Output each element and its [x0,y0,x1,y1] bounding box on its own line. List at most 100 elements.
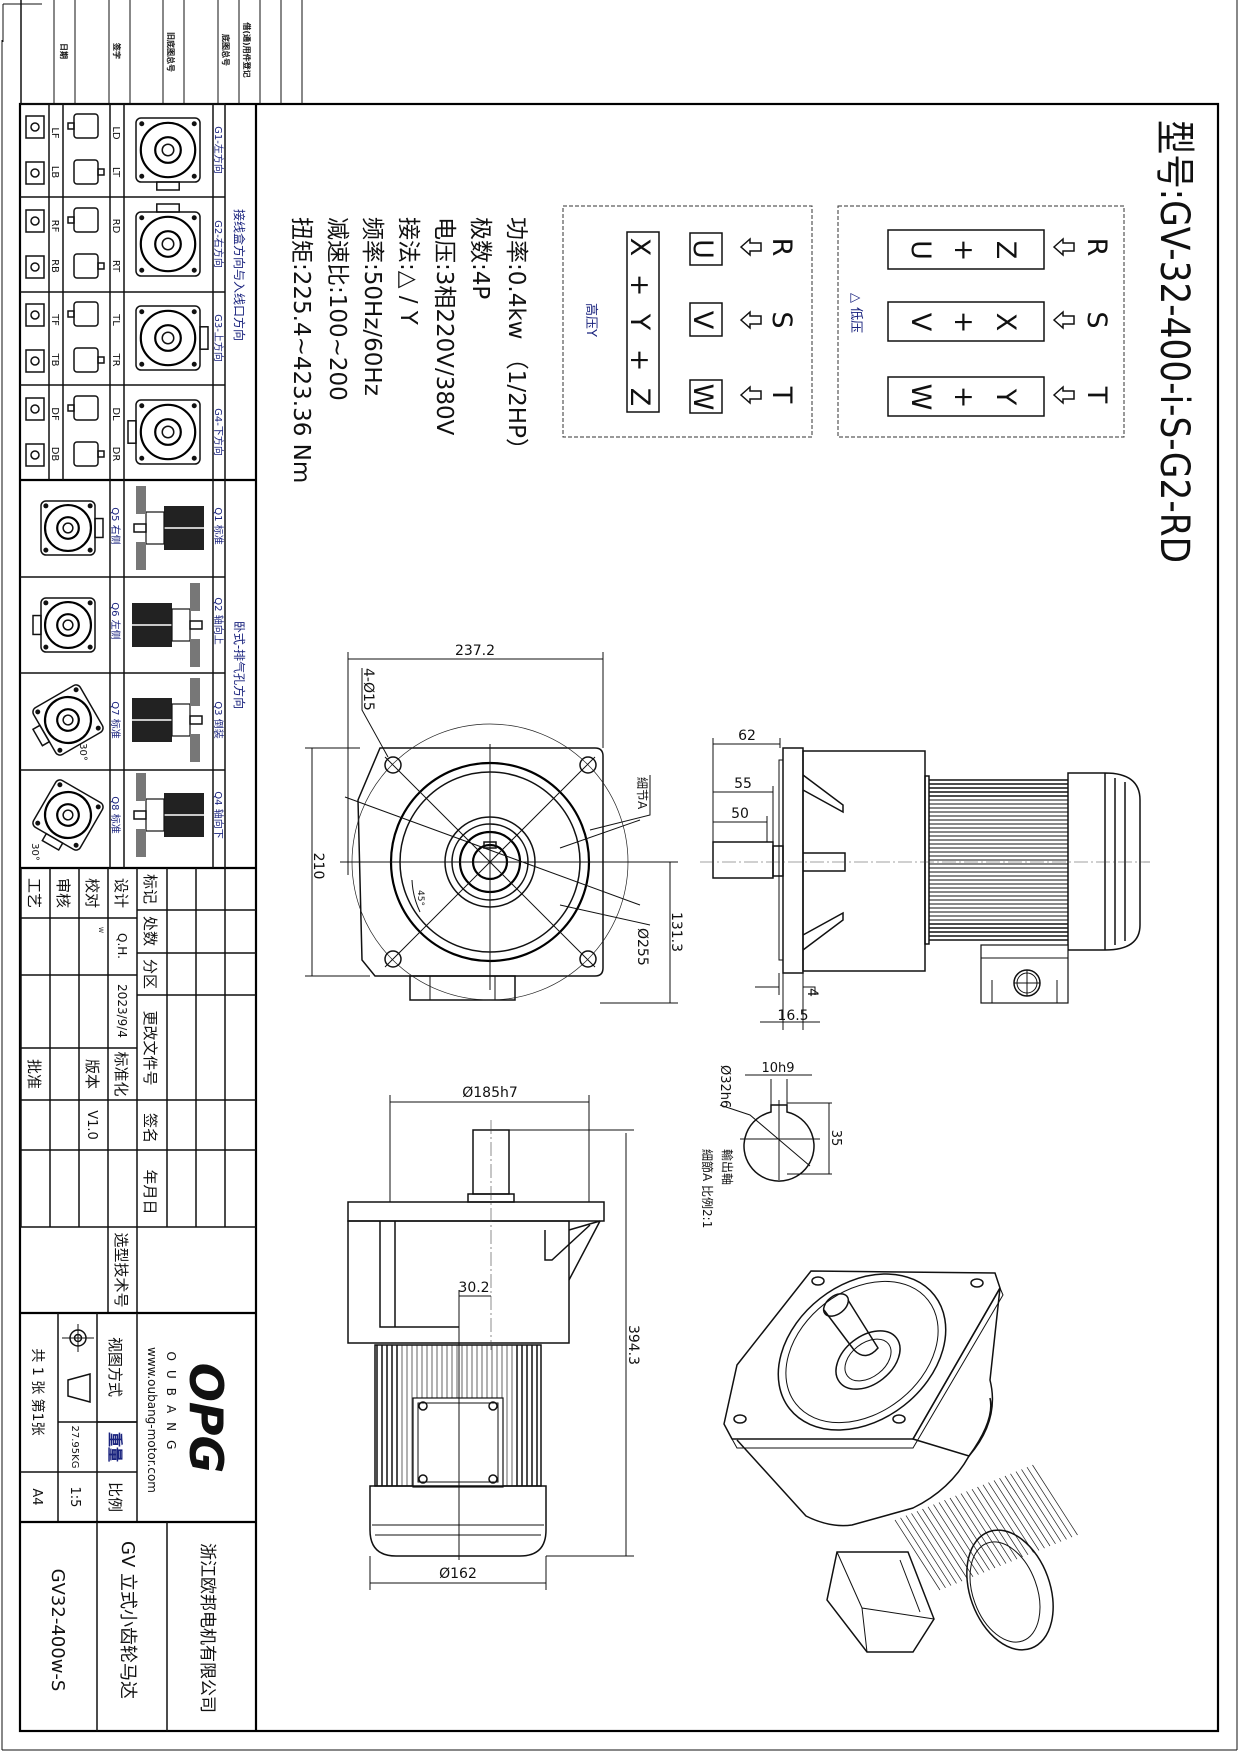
junction-front-icon [135,117,201,191]
star-plus2: + [624,349,655,372]
junction-box-icon [25,161,45,185]
tb-weight: 27.95KG [69,1426,80,1469]
tb-change-doc: 更改文件号 [141,1010,159,1085]
mount-side-icon [132,583,203,667]
q4-label: Q4 轴向下 [212,791,225,838]
fin-line [999,1478,1045,1549]
tb-standard: 标准化 [112,1051,130,1096]
bolt-hole [87,600,93,606]
bolt-hole [73,687,79,693]
flange-outline [135,399,201,465]
terminal-t: T [1081,386,1112,404]
tb-product: GV 立式小齿轮马达 [117,1541,138,1699]
fin-line [1021,1469,1067,1540]
tb-view-method: 视图方式 [106,1337,124,1397]
gear-housing [171,703,191,737]
dim-total-length: 394.3 [625,1325,641,1365]
low-voltage-label: △ 低压 [848,293,863,333]
code-lf: LF [49,127,60,139]
tb-mark: 标记 [141,874,159,904]
code-lb: LB [49,166,60,179]
bolt-hole [139,403,145,409]
title-strip-grid [53,0,303,104]
arrow-left-icon [1052,310,1075,330]
spec-power: 功率:0.4kw （1/2HP） [503,217,529,461]
mount-hatch [136,486,146,514]
junction-box-icon [25,115,45,139]
dim-center-height: 131.3 [668,912,684,952]
low-row3-a: W [905,384,936,411]
code-rf: RF [49,220,60,233]
tb-process: 工艺 [25,878,43,908]
mount-hatch [190,678,200,706]
flange-front-view: 237.2 210 4-Ø15 Ø255 細节A 131.3 45° [305,643,684,1004]
junction-side-icon [73,441,99,467]
mount-side-icon [133,773,204,857]
spec-poles: 极数:4P [467,217,493,299]
tb-designer: Q.H. [115,933,129,959]
code-rt: RT [110,260,121,273]
hub [56,613,80,637]
q5-label: Q5 右侧 [109,507,122,544]
shaft [161,425,175,439]
strip-label-sign: 签字 [112,42,122,59]
fin-line [988,1482,1034,1553]
gland-icon [97,450,105,458]
strip-label-borrow: 借(通)用件登记 [242,21,252,77]
dim-key-height: 35 [828,1130,843,1147]
terminal-t: T [766,386,797,404]
flange-outline [135,117,201,183]
spec-list: 功率:0.4kw （1/2HP） 极数:4P 电压:3相220V/380V 接法… [288,217,529,483]
junction-front-icon [135,305,209,371]
bolt-hole [191,361,197,367]
tb-brand: OUBANG [164,1352,178,1459]
spec-frequency: 频率:50Hz/60Hz [359,217,385,396]
shaft [161,331,175,345]
strip-label-base: 底图总号 [221,33,231,66]
terminal-box [32,614,42,636]
shaft [161,143,175,157]
dim-key-width: 10h9 [761,1061,794,1076]
bolt-hole [57,747,63,753]
g3-label: G3-上方向 [212,314,225,362]
dim-motor-dia: Ø162 [439,1566,477,1582]
bolt-hole [57,782,63,788]
hub [56,516,80,540]
star-y: Y [624,313,655,331]
low-row3-plus: + [948,386,979,409]
strip-label-date: 日期 [59,43,69,59]
code-lt: LT [110,167,121,178]
code-rd: RD [110,219,121,234]
mount-hatch [136,829,146,857]
shaft [161,237,175,251]
shaft [62,809,74,821]
flange-outline [40,500,96,556]
projection-symbol-icon [62,1324,94,1403]
flange-ring [139,215,197,273]
low-row1-a: U [905,240,936,260]
code-tl: TL [110,313,121,326]
hub [154,230,182,258]
bolt-hole [139,173,145,179]
bolt-hole [191,267,197,273]
low-row1-plus: + [948,239,979,262]
tb-version: V1.0 [84,1110,99,1140]
mount-front-icon [32,597,96,653]
tb-approve: 批准 [25,1059,43,1089]
title-block: 标记 处数 分区 更改文件号 签名 年月日 设计 Q.H. 2023/9/4 标… [25,874,233,1713]
junction-front-icon [135,203,201,277]
tb-count: 处数 [141,916,159,946]
tb-sign: 签名 [141,1113,159,1143]
fin-line [949,1497,996,1569]
company-logo: OPG [179,1363,233,1474]
fin-line [900,1517,946,1588]
bolt-hole [87,547,93,553]
dim-offset: 30.2 [458,1280,489,1296]
junction-box-icon [25,209,45,233]
fin-line [922,1508,968,1580]
arrow-icons [739,237,762,405]
strip-label-old-base: 旧底图总号 [166,32,176,72]
low-row3-b: Y [990,388,1021,406]
bolt-hole [139,309,145,315]
fin-line [977,1486,1023,1558]
